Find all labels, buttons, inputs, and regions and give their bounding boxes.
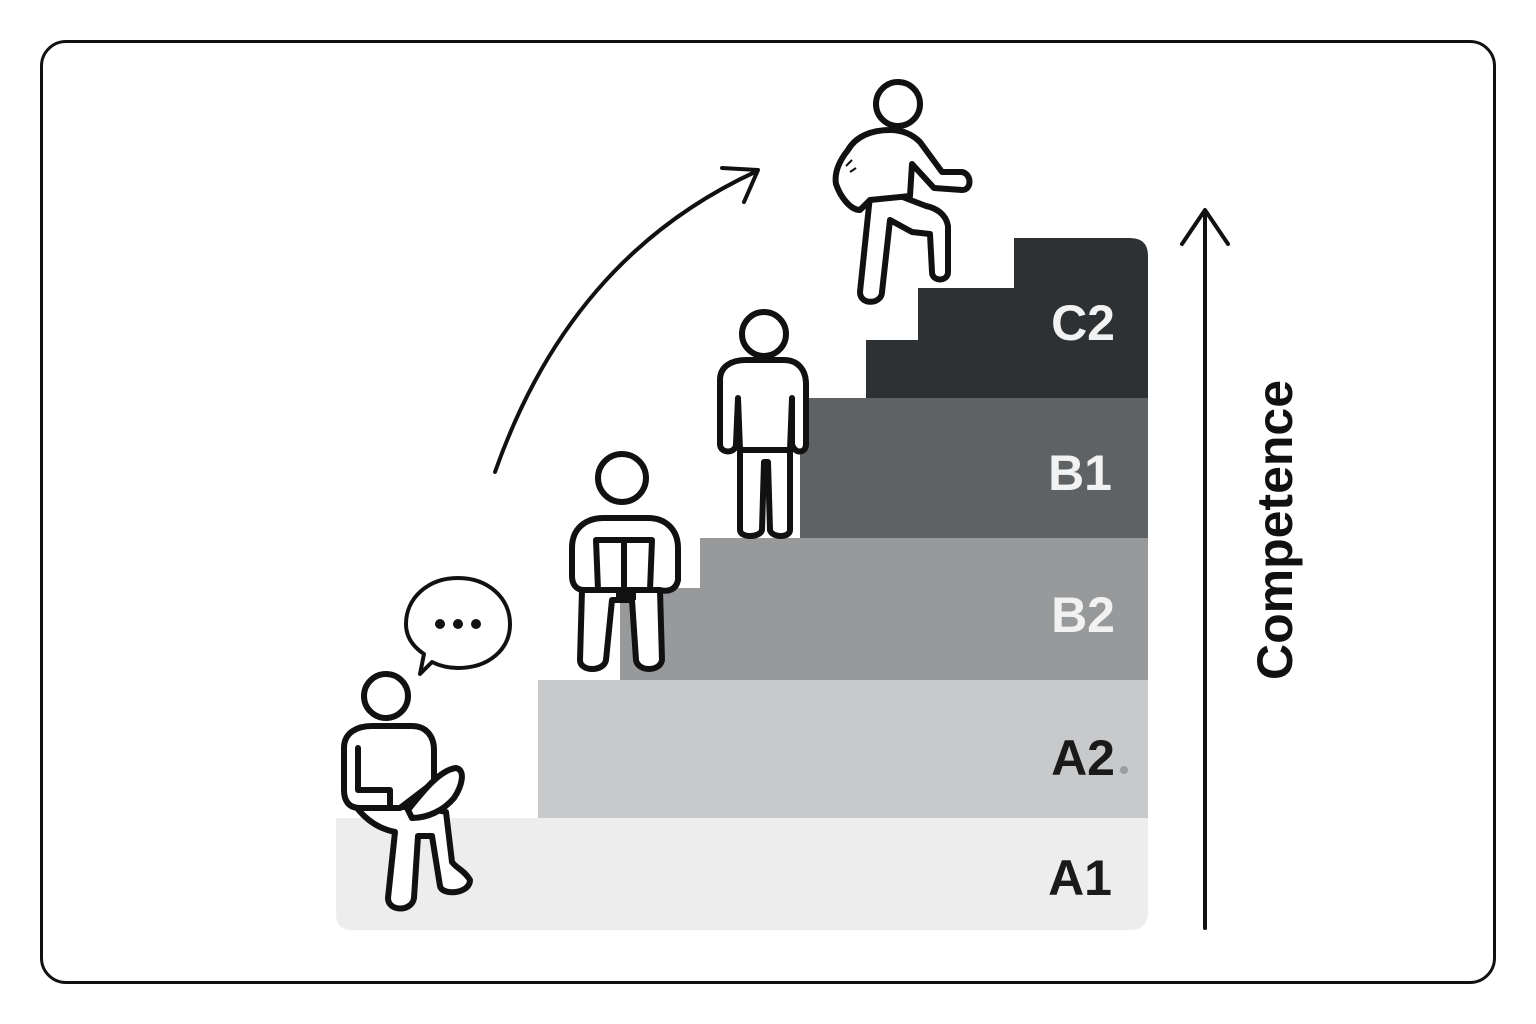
level-block-a1	[336, 818, 1148, 930]
sitting-reading-person-icon	[569, 451, 681, 672]
speech-bubble-icon	[404, 576, 512, 676]
level-label-c2: C2	[1051, 295, 1115, 351]
progress-curve-arrow	[493, 166, 760, 474]
level-block-b1	[800, 398, 1148, 540]
competence-axis-arrow	[1180, 208, 1230, 930]
level-label-b1: B1	[1048, 445, 1112, 501]
level-label-a2: A2	[1051, 730, 1115, 786]
decorative-dot	[1120, 766, 1128, 774]
climbing-person-icon	[832, 79, 973, 305]
standing-person-icon	[717, 309, 809, 539]
sitting-speaking-person-icon	[341, 671, 473, 912]
level-block-a2	[538, 680, 1148, 820]
level-block-c2	[866, 238, 1148, 400]
competence-axis-label: Competence	[1247, 380, 1303, 680]
level-label-a1: A1	[1048, 850, 1112, 906]
level-label-b2: B2	[1051, 587, 1115, 643]
level-block-b2	[620, 538, 1148, 680]
